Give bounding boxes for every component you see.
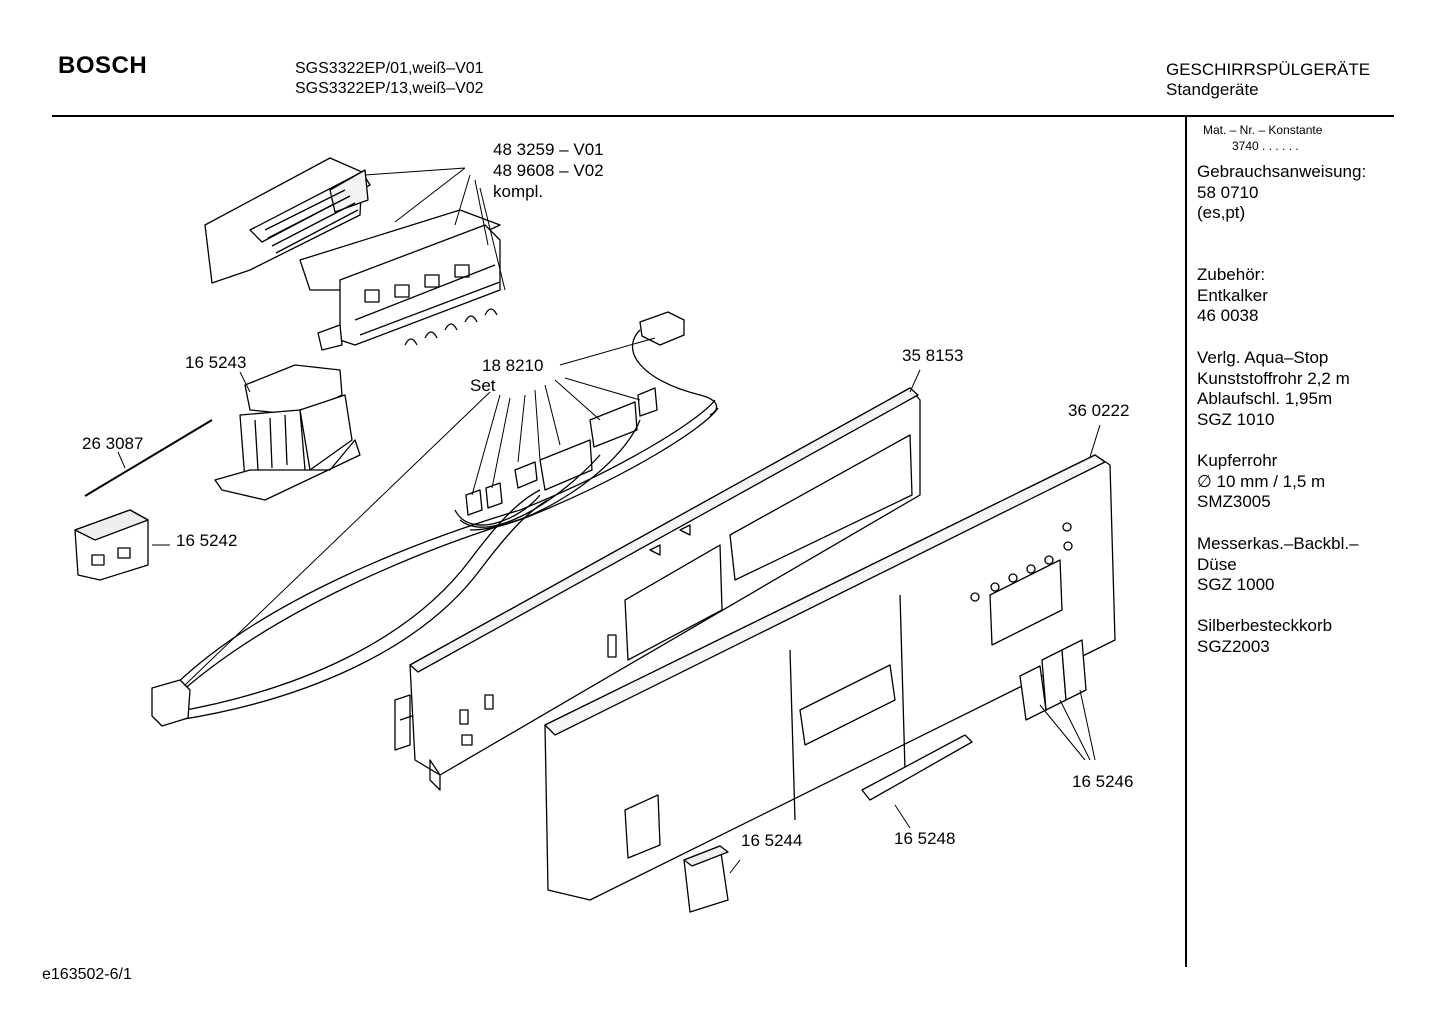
brand-logo: BOSCH — [58, 52, 148, 79]
control-module-drawing — [204, 157, 501, 351]
strip-165248-drawing — [861, 734, 973, 801]
mat-nr-label: Mat. – Nr. – Konstante — [1203, 123, 1323, 137]
part-label-165243: 16 5243 — [185, 353, 247, 372]
rod-263087-drawing — [84, 419, 213, 497]
buttons-165246-drawing — [1019, 639, 1087, 721]
part-label-kompl: kompl. — [493, 182, 544, 201]
part-label-360222: 36 0222 — [1068, 401, 1130, 420]
part-label-165246: 16 5246 — [1072, 772, 1134, 791]
frame-358153-drawing — [394, 387, 921, 791]
subcategory-title: Standgeräte — [1166, 80, 1259, 99]
sidebar-rule — [1185, 117, 1187, 967]
part-label-358153: 35 8153 — [902, 346, 964, 365]
category-title: GESCHIRRSPÜLGERÄTE — [1166, 60, 1371, 79]
part-label-263087: 26 3087 — [82, 434, 144, 453]
mat-nr-value: 3740 . . . . . . — [1232, 139, 1299, 153]
part-label-165242: 16 5242 — [176, 531, 238, 550]
leader-lines — [117, 167, 1101, 874]
part-label-489608: 48 9608 – V02 — [493, 161, 604, 180]
bracket-165243-drawing — [214, 364, 361, 501]
part-label-165248: 16 5248 — [894, 829, 956, 848]
header-rule — [52, 115, 1394, 117]
drawing-code: e163502-6/1 — [42, 966, 132, 983]
harness-188210-drawing — [151, 311, 719, 727]
panel-360222-drawing — [544, 454, 1116, 901]
model-line-2: SGS3322EP/13,weiß–V02 — [295, 80, 484, 97]
part-label-set: Set — [470, 376, 496, 395]
model-line-1: SGS3322EP/01,weiß–V01 — [295, 60, 484, 77]
part-label-188210: 18 8210 — [482, 356, 544, 375]
sidebar-block-manual: Gebrauchsanweisung:58 0710(es,pt) — [1197, 162, 1367, 222]
part-label-165244: 16 5244 — [741, 831, 803, 850]
knob-165244-drawing — [683, 845, 729, 913]
part-label-483259: 48 3259 – V01 — [493, 140, 604, 159]
switch-165242-drawing — [74, 509, 149, 581]
